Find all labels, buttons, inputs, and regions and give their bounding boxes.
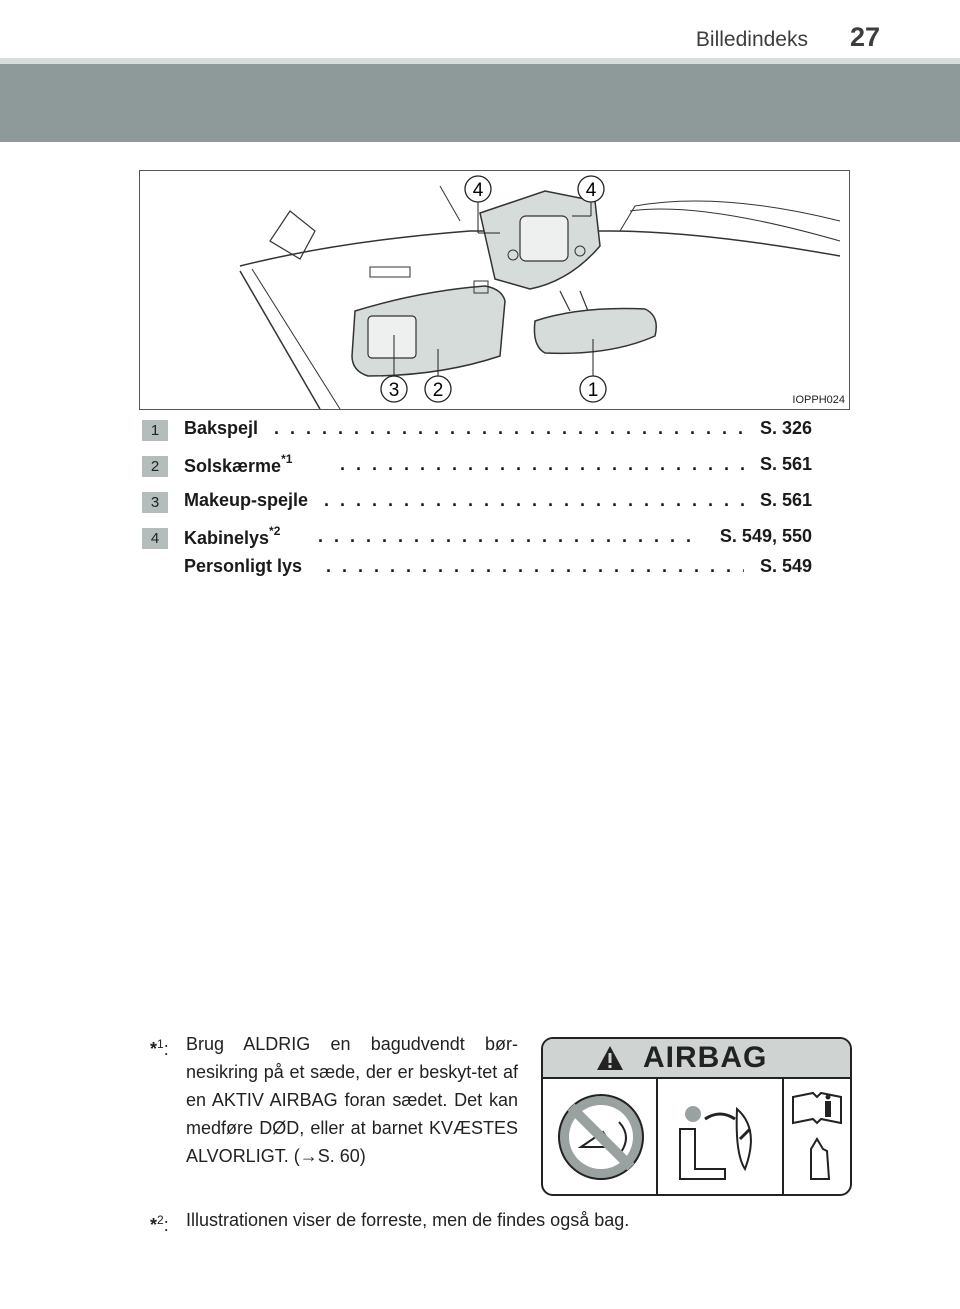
footnote-1-text: Brug ALDRIG en bagudvendt bør-nesikring …	[186, 1034, 518, 1166]
callout-4-left-label: 4	[473, 180, 484, 201]
footnote-asterisk: *	[150, 1215, 158, 1235]
airbag-pictograms	[543, 1077, 850, 1196]
callout-4-right-label: 4	[586, 180, 597, 201]
section-title: Billedindeks	[695, 28, 808, 51]
leader-dots: . . . . . . . . . . . . . . . . . . . . …	[340, 454, 744, 474]
callout-3: 3	[380, 375, 408, 403]
legend-item-interior-lights: 4 Kabinelys*2 . . . . . . . . . . . . . …	[142, 524, 822, 556]
callout-4-right: 4	[577, 175, 605, 203]
legend-label: Makeup-spejle	[184, 490, 308, 511]
legend-item-rearview-mirror: 1 Bakspejl . . . . . . . . . . . . . . .…	[142, 418, 822, 454]
pictogram-divider	[782, 1079, 784, 1196]
airbag-warning-label: AIRBAG	[541, 1037, 852, 1196]
legend-item-sun-visors: 2 Solskærme*1 . . . . . . . . . . . . . …	[142, 452, 822, 490]
legend-label: Kabinelys*2	[184, 524, 281, 549]
footnote-1-marker: *1:	[150, 1037, 169, 1059]
car-ceiling-drawing: 4 4 3 2 1	[239, 175, 841, 409]
page-reference[interactable]: S. 561	[759, 490, 812, 510]
legend-label-text: Bakspejl	[184, 418, 259, 438]
callout-4-left: 4	[464, 175, 492, 203]
interior-illustration: 4 4 3 2 1 IOPPH024	[139, 170, 850, 410]
legend-number: 1	[142, 420, 168, 441]
leader-dots: . . . . . . . . . . . . . . . . . . . . …	[318, 526, 698, 546]
leader-dots: . . . . . . . . . . . . . . . . . . . . …	[274, 418, 744, 438]
footnote-ref: *1	[281, 452, 293, 466]
airbag-label-header: AIRBAG	[543, 1039, 850, 1077]
legend-item-vanity-mirrors: 3 Makeup-spejle . . . . . . . . . . . . …	[142, 490, 822, 526]
legend-label-text: Makeup-spejle	[184, 490, 309, 510]
legend-item-personal-lights: Personligt lys . . . . . . . . . . . . .…	[142, 556, 822, 592]
leader-dots: . . . . . . . . . . . . . . . . . . . . …	[326, 556, 744, 576]
callout-1: 1	[579, 375, 607, 403]
legend-label-text: Kabinelys	[184, 528, 270, 548]
footnote-2-text: Illustrationen viser de forreste, men de…	[186, 1210, 630, 1230]
parts-legend: 1 Bakspejl . . . . . . . . . . . . . . .…	[142, 418, 822, 592]
legend-number: 2	[142, 456, 168, 477]
callout-1-label: 1	[588, 380, 599, 401]
page-number: 27	[849, 22, 880, 52]
read-manual-icon	[792, 1091, 842, 1180]
callout-3-label: 3	[389, 380, 400, 401]
header-band	[0, 64, 960, 142]
footnote-ref: *2	[269, 524, 281, 538]
header-rule	[0, 58, 960, 64]
footnote-number: 2	[157, 1213, 164, 1227]
airbag-word: AIRBAG	[643, 1041, 768, 1074]
page-reference[interactable]: S. 561	[759, 454, 812, 474]
legend-label: Bakspejl	[184, 418, 258, 439]
page-header: Billedindeks 27	[0, 22, 960, 58]
legend-label-text: Personligt lys	[184, 556, 303, 576]
callout-2-label: 2	[433, 380, 444, 401]
footnote-number: 1	[157, 1037, 164, 1051]
footnote-2-marker: *2:	[150, 1213, 169, 1235]
pictogram-divider	[656, 1079, 658, 1196]
page-reference[interactable]: S. 549	[759, 556, 812, 576]
footnote-asterisk: *	[150, 1039, 158, 1059]
seat-airbag-deploy-icon	[679, 1106, 752, 1180]
page-reference[interactable]: S. 549, 550	[719, 526, 812, 546]
leader-dots: . . . . . . . . . . . . . . . . . . . . …	[324, 490, 744, 510]
legend-label: Personligt lys	[184, 556, 302, 577]
legend-label-text: Solskærme	[184, 456, 282, 476]
warning-triangle-icon	[597, 1046, 623, 1070]
legend-label: Solskærme*1	[184, 452, 293, 477]
figure-code: IOPPH024	[792, 394, 845, 406]
legend-number: 4	[142, 528, 168, 549]
no-rear-facing-child-seat-icon	[558, 1094, 644, 1180]
page-reference[interactable]: S. 326	[759, 418, 812, 438]
callout-2: 2	[424, 375, 452, 403]
legend-number: 3	[142, 492, 168, 513]
